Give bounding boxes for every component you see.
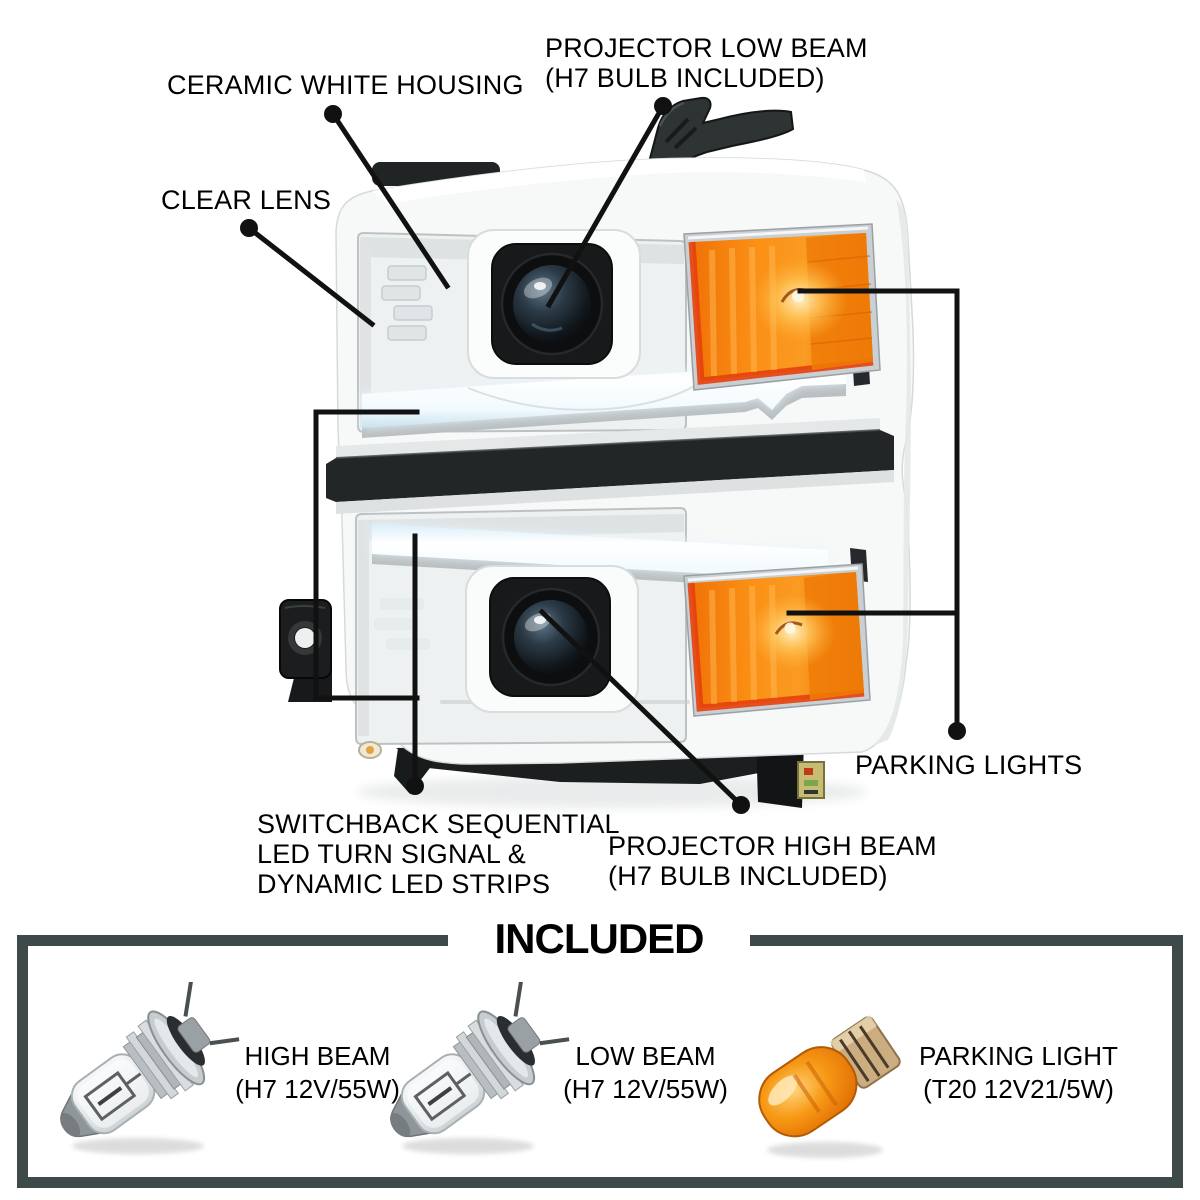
top-mounting-bracket-icon [646,96,795,169]
callout-dots [240,97,966,814]
included-title: INCLUDED [448,917,750,961]
callout-label-projector-low-beam: PROJECTOR LOW BEAM (H7 BULB INCLUDED) [545,33,868,93]
divider-band [326,418,894,514]
bottom-details [358,741,825,799]
upper-amber-turn-signal [683,223,881,391]
callout-label-line: (H7 BULB INCLUDED) [608,861,888,891]
lower-projector-high-beam [465,565,639,713]
lower-amber-turn-signal [683,563,871,717]
callout-bracket-switchback [313,409,420,701]
housing-top-gloss [372,158,866,204]
callout-label-switchback: SWITCHBACK SEQUENTIAL LED TURN SIGNAL & … [257,809,620,899]
included-item-low-beam: LOW BEAM (H7 12V/55W) [533,1040,758,1106]
included-item-spec: (H7 12V/55W) [235,1074,400,1104]
included-item-high-beam: HIGH BEAM (H7 12V/55W) [205,1040,430,1106]
callout-label-line: SWITCHBACK SEQUENTIAL [257,809,620,839]
callout-label-parking-lights: PARKING LIGHTS [855,750,1083,780]
callout-label-line: PROJECTOR LOW BEAM [545,33,868,63]
callout-line-high-beam [538,608,745,809]
h7-halogen-bulb-icon [60,982,240,1154]
callout-label-clear-lens: CLEAR LENS [161,185,332,215]
callout-label-line: DYNAMIC LED STRIPS [257,869,551,899]
callout-line-parking-upper [797,288,960,734]
included-item-name: PARKING LIGHT [919,1041,1118,1071]
included-box [17,935,1183,1188]
included-item-spec: (T20 12V21/5W) [923,1074,1114,1104]
callout-lines [245,102,960,809]
included-item-parking-light: PARKING LIGHT (T20 12V21/5W) [896,1040,1141,1106]
included-item-name: LOW BEAM [575,1041,716,1071]
callout-label-line: (H7 BULB INCLUDED) [545,63,825,93]
callout-label-projector-high-beam: PROJECTOR HIGH BEAM (H7 BULB INCLUDED) [608,831,937,891]
callout-label-line: PROJECTOR HIGH BEAM [608,831,937,861]
included-item-name: HIGH BEAM [244,1041,391,1071]
housing-right-shade [868,200,911,748]
callout-line-clear-lens [245,224,376,328]
logo-emboss-marks [381,265,433,341]
headlight-illustration [240,96,966,814]
side-mounting-bracket-icon [279,599,332,702]
callout-label-ceramic-white-housing: CERAMIC WHITE HOUSING [167,70,524,100]
callout-line-low-beam [545,102,667,309]
included-item-spec: (H7 12V/55W) [563,1074,728,1104]
h7-halogen-bulb-icon [390,982,570,1154]
callout-line-ceramic-housing [329,110,451,290]
lower-logo-emboss-marks [374,598,430,650]
callout-label-line: LED TURN SIGNAL & [257,839,526,869]
t20-amber-bulb-icon [758,1015,901,1158]
